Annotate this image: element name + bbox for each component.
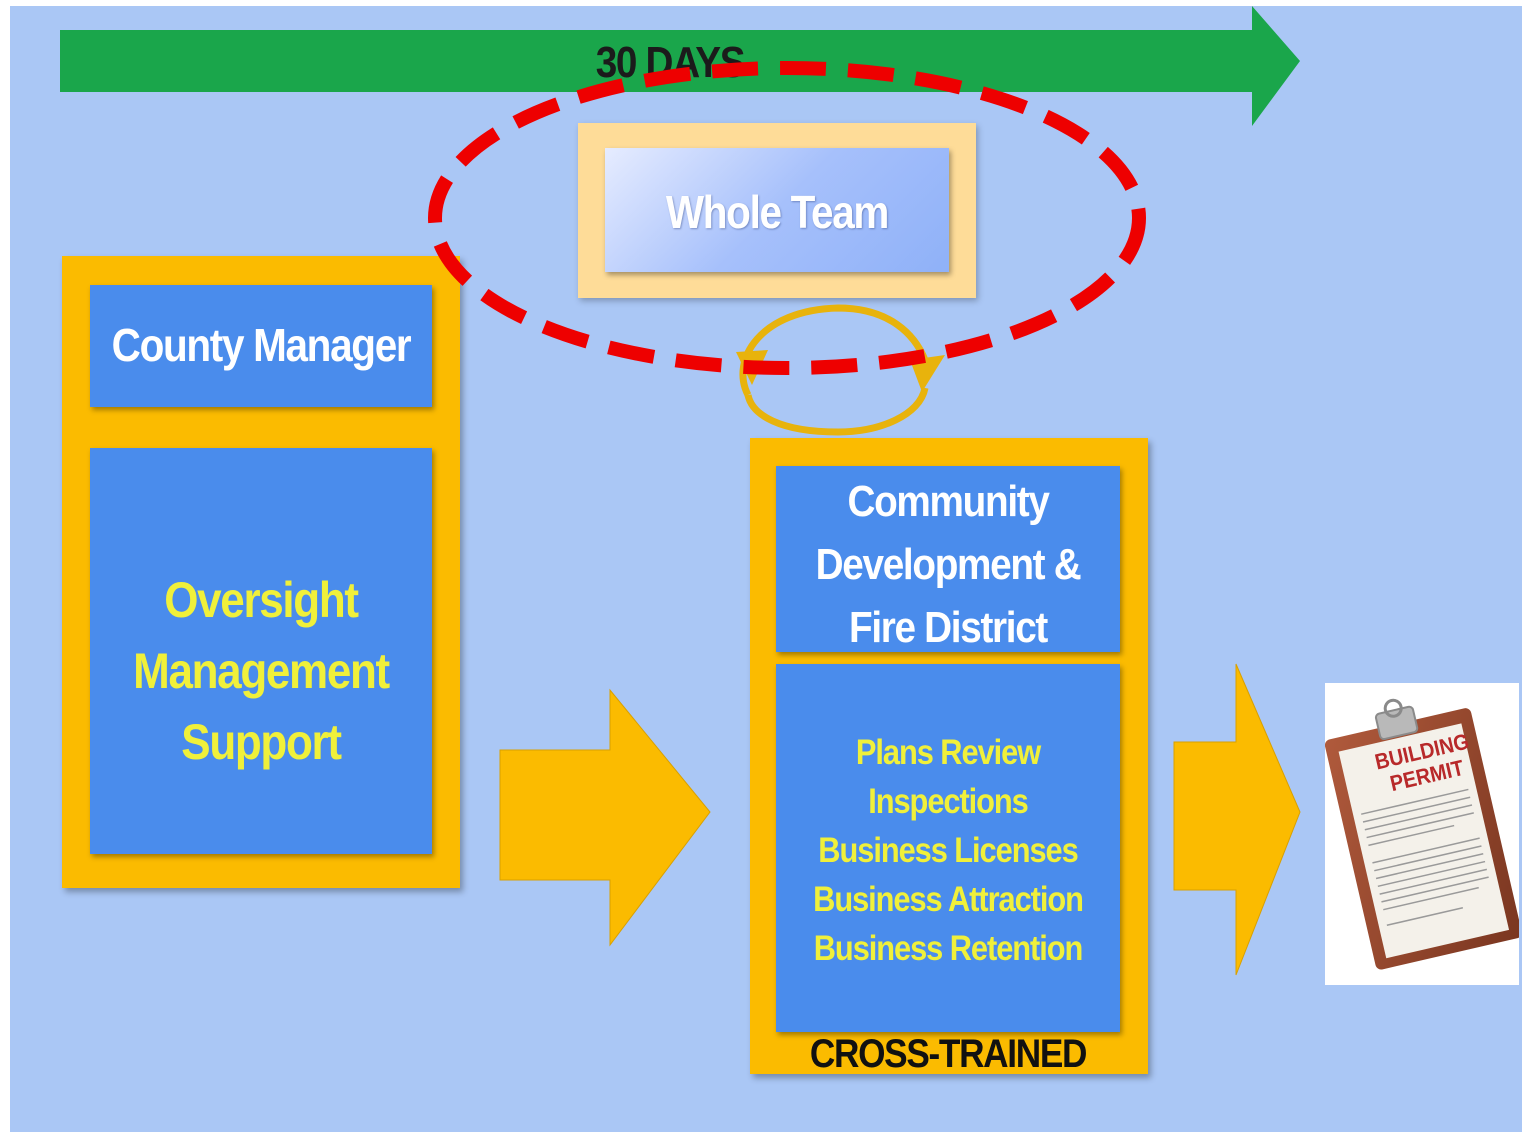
county-roles-box <box>90 448 432 854</box>
community-title: Community Development & Fire District <box>791 470 1104 659</box>
cross-trained-label: CROSS-TRAINED <box>809 1032 1088 1076</box>
role-support: Support <box>181 714 342 770</box>
community-title-box <box>776 466 1120 652</box>
flow-arrow-right <box>1173 663 1301 976</box>
county-manager-title: County Manager <box>111 319 412 371</box>
community-services-box <box>776 664 1120 1032</box>
county-roles-list: Oversight Management Support <box>111 565 412 778</box>
service-business-retention: Business Retention <box>813 929 1084 968</box>
clipboard-icon <box>1324 698 1522 970</box>
flow-arrow-left <box>499 688 711 947</box>
community-title-line-3: Fire District <box>848 603 1048 652</box>
timeline-arrow <box>60 6 1300 126</box>
building-permit-image: BUILDING PERMIT <box>1324 683 1522 985</box>
highlight-ellipse <box>428 61 1146 375</box>
community-title-line-2: Development & <box>815 540 1082 589</box>
community-services-list: Plans Review Inspections Business Licens… <box>791 728 1104 973</box>
service-business-attraction: Business Attraction <box>813 880 1084 919</box>
county-manager-title-box <box>90 285 432 407</box>
service-business-licenses: Business Licenses <box>818 831 1078 870</box>
whole-team-label: Whole Team <box>665 186 890 238</box>
role-management: Management <box>133 643 390 699</box>
community-title-line-1: Community <box>847 477 1049 526</box>
role-oversight: Oversight <box>164 572 359 628</box>
service-plans-review: Plans Review <box>855 733 1041 772</box>
service-inspections: Inspections <box>868 782 1029 821</box>
whole-team-box <box>605 148 949 272</box>
